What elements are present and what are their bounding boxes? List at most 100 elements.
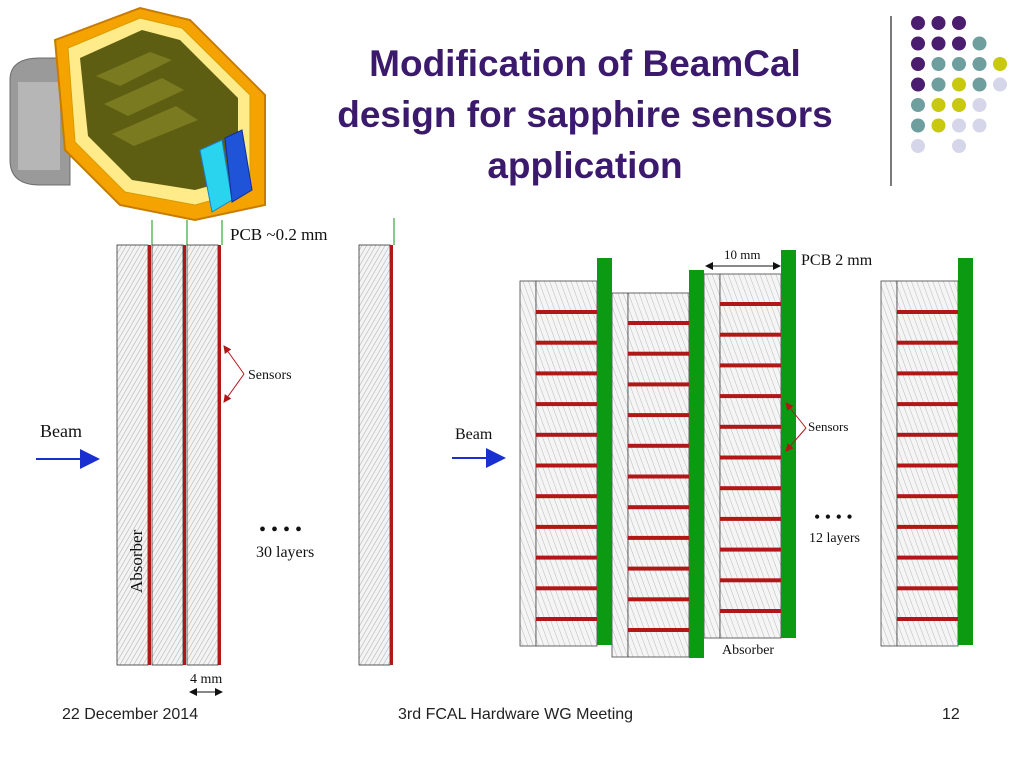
sensor-strip	[897, 494, 958, 499]
sensor-strip	[536, 494, 597, 499]
sensor-strip	[628, 597, 689, 602]
dimension-label: 4 mm	[190, 672, 222, 687]
decorative-dot	[931, 57, 946, 71]
decorative-dot	[911, 77, 925, 92]
decorative-dot	[911, 139, 925, 153]
sensor-strip	[628, 413, 689, 418]
sensor-strip	[720, 302, 781, 306]
sensor-strip	[536, 340, 597, 345]
sensor-strip	[897, 310, 958, 314]
sensors-label-right: Sensors	[808, 419, 848, 434]
decorative-dot	[972, 57, 987, 71]
absorber-edge	[519, 280, 537, 647]
sensor-strip	[628, 535, 689, 540]
title-line-2: design for sapphire sensors	[337, 94, 833, 135]
sensor-strip	[897, 371, 958, 376]
sensor-strip	[628, 443, 689, 448]
absorber-plate	[151, 244, 184, 666]
sensor-layer	[390, 245, 393, 665]
decorative-dot	[993, 57, 1007, 71]
sensor-strip	[536, 555, 597, 560]
pcb-label-right: PCB 2 mm	[801, 252, 873, 269]
sensor-strip	[536, 463, 597, 468]
layers-label: 30 layers	[256, 544, 314, 561]
right-diagram-labels: 10 mm PCB 2 mm Sensors Beam • • • • 12 l…	[452, 247, 873, 658]
sensor-strip	[720, 424, 781, 429]
sensor-strip	[536, 310, 597, 314]
beam-label: Beam	[40, 421, 82, 441]
decorative-dot-grid	[911, 16, 1007, 153]
pcb-board	[781, 250, 796, 638]
sensor-strip	[897, 432, 958, 437]
pcb-board	[689, 270, 704, 658]
gap-label: 10 mm	[724, 247, 760, 262]
pcb-board	[958, 258, 973, 645]
sensor-strip	[897, 586, 958, 591]
sensor-strip	[720, 516, 781, 521]
decorative-dot	[972, 36, 987, 51]
ellipsis-right: • • • •	[814, 507, 853, 527]
sensor-layer	[148, 245, 151, 665]
sensor-strip	[720, 363, 781, 368]
left-stack-diagram: PCB ~0.2 mm Sensors Beam Absorber • • • …	[36, 218, 395, 696]
title-line-3: application	[487, 145, 683, 186]
decorative-dot	[931, 16, 946, 30]
decorative-dot	[952, 36, 966, 51]
sensor-strip	[897, 402, 958, 407]
absorber-plate	[116, 244, 149, 666]
pcb-board	[597, 258, 612, 645]
layers-label-right: 12 layers	[809, 531, 860, 546]
sensor-strip	[628, 628, 689, 632]
sensor-strip	[628, 566, 689, 571]
sensor-strip	[720, 578, 781, 583]
sensor-strip	[536, 371, 597, 376]
decorative-dot	[972, 118, 987, 133]
decorative-dot	[952, 118, 966, 133]
sensor-strip	[628, 505, 689, 510]
title-line-1: Modification of BeamCal	[369, 43, 801, 84]
decorative-dot	[911, 98, 925, 112]
absorber-plate	[358, 244, 391, 666]
sensor-strip	[628, 382, 689, 387]
absorber-plate	[186, 244, 219, 666]
absorber-edge	[703, 273, 721, 639]
decorative-dot	[972, 98, 987, 112]
sensors-label: Sensors	[248, 368, 292, 383]
sensor-strip	[897, 524, 958, 529]
decorative-dot	[931, 118, 946, 133]
sensor-strip	[536, 524, 597, 529]
decorative-dot	[911, 36, 925, 51]
decorative-dot	[952, 139, 966, 153]
decorative-dot	[972, 77, 987, 92]
sensor-layer	[183, 245, 186, 665]
sensor-strip	[536, 586, 597, 591]
sensor-strip	[628, 351, 689, 356]
sensor-strip	[628, 474, 689, 479]
footer-page-number: 12	[942, 706, 960, 723]
sensor-strip	[720, 332, 781, 337]
footer-date: 22 December 2014	[62, 706, 199, 723]
decorative-dot	[911, 57, 925, 71]
decorative-dot	[993, 77, 1007, 92]
absorber-edge	[611, 292, 629, 658]
decorative-dot	[952, 77, 966, 92]
beamcal-3d-render-icon	[9, 6, 266, 222]
sensor-strip	[720, 394, 781, 399]
sensor-strip	[720, 547, 781, 552]
ellipsis: • • • •	[259, 519, 302, 541]
sensor-strip	[720, 609, 781, 613]
decorative-dot	[911, 16, 925, 30]
decorative-dot	[952, 16, 966, 30]
sensor-strip	[536, 617, 597, 621]
beam-label-right: Beam	[455, 426, 493, 443]
sensor-strip	[897, 555, 958, 560]
sensor-strip	[536, 432, 597, 437]
decorative-dot	[911, 118, 925, 133]
sensor-layer	[218, 245, 221, 665]
title-divider	[890, 16, 892, 186]
decorative-dot	[952, 98, 966, 112]
sensor-strip	[536, 402, 597, 407]
sensor-strip	[897, 463, 958, 468]
right-stack-diagram	[519, 250, 973, 658]
